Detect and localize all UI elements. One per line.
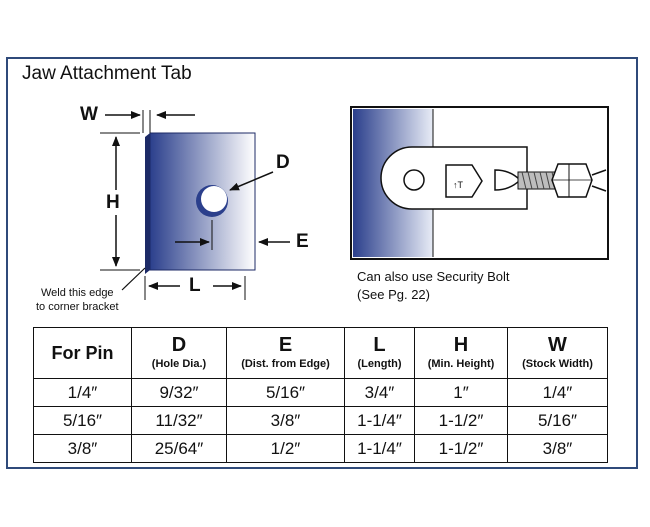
cell-d: 11/32″: [131, 406, 227, 435]
cell-pin: 1/4″: [33, 378, 132, 407]
cell-h: 1-1/2″: [414, 434, 508, 463]
e-dimension: [175, 220, 290, 250]
header-l: L(Length): [344, 327, 415, 379]
header-for-pin: For Pin: [33, 327, 132, 379]
cell-l: 1-1/4″: [344, 434, 415, 463]
header-e: E(Dist. from Edge): [226, 327, 345, 379]
weld-leader: [121, 267, 146, 291]
cell-w: 1/4″: [507, 378, 608, 407]
weld-note-line-2: to corner bracket: [36, 301, 119, 313]
cell-l: 3/4″: [344, 378, 415, 407]
cell-d: 9/32″: [131, 378, 227, 407]
cell-w: 5/16″: [507, 406, 608, 435]
dimension-table: For Pin D(Hole Dia.) E(Dist. from Edge) …: [33, 327, 608, 463]
cell-pin: 3/8″: [33, 434, 132, 463]
security-bolt-note: Can also use Security Bolt (See Pg. 22): [357, 268, 509, 304]
header-w: W(Stock Width): [507, 327, 608, 379]
weld-note-line-1: Weld this edge: [40, 287, 114, 299]
cell-h: 1″: [414, 378, 508, 407]
hole: [196, 185, 228, 217]
cell-e: 1/2″: [226, 434, 345, 463]
svg-text:↑T: ↑T: [453, 180, 464, 190]
w-label: W: [80, 104, 98, 125]
table-row: 3/8″ 25/64″ 1/2″ 1-1/4″ 1-1/2″ 3/8″: [33, 434, 608, 463]
w-dimension: [105, 110, 195, 133]
diagram-title: Jaw Attachment Tab: [22, 63, 192, 84]
d-label: D: [276, 152, 290, 173]
table-row: 1/4″ 9/32″ 5/16″ 3/4″ 1″ 1/4″: [33, 378, 608, 407]
cell-l: 1-1/4″: [344, 406, 415, 435]
l-label: L: [189, 275, 201, 296]
header-d: D(Hole Dia.): [131, 327, 227, 379]
h-dimension: [100, 132, 140, 271]
table-row: 5/16″ 11/32″ 3/8″ 1-1/4″ 1-1/2″ 5/16″: [33, 406, 608, 435]
header-h: H(Min. Height): [414, 327, 508, 379]
cell-pin: 5/16″: [33, 406, 132, 435]
h-label: H: [106, 192, 120, 213]
e-label: E: [296, 231, 309, 252]
cell-e: 5/16″: [226, 378, 345, 407]
cell-h: 1-1/2″: [414, 406, 508, 435]
cell-e: 3/8″: [226, 406, 345, 435]
l-dimension: [144, 276, 246, 300]
cell-d: 25/64″: [131, 434, 227, 463]
weld-note: Weld this edge to corner bracket: [36, 286, 119, 314]
security-bolt-note-line-1: Can also use Security Bolt: [357, 269, 510, 284]
cell-w: 3/8″: [507, 434, 608, 463]
security-bolt-note-line-2: (See Pg. 22): [357, 287, 430, 302]
bolt-detail: ↑T: [350, 106, 609, 260]
table-header-row: For Pin D(Hole Dia.) E(Dist. from Edge) …: [33, 327, 608, 379]
d-leader: [229, 171, 274, 191]
